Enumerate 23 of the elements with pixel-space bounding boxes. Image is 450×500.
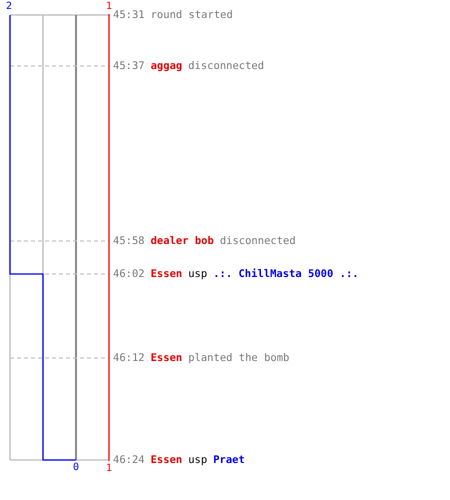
event-text: disconnected xyxy=(220,235,296,247)
player-name: dealer bob xyxy=(150,235,214,247)
event-text: disconnected xyxy=(188,60,264,72)
timestamp: 45:58 xyxy=(113,235,145,247)
timestamp: 46:12 xyxy=(113,352,145,364)
count-label: 2 xyxy=(6,1,12,12)
weapon-name: usp xyxy=(188,268,208,280)
count-label: 0 xyxy=(73,462,80,473)
timestamp: 45:37 xyxy=(113,60,145,72)
player-name: aggag xyxy=(150,60,182,72)
weapon-name: usp xyxy=(188,454,208,466)
timestamp: 46:24 xyxy=(113,454,145,466)
event-text: round started xyxy=(150,9,233,21)
timestamp: 45:31 xyxy=(113,9,145,21)
player-name: Essen xyxy=(150,454,182,466)
player-name: Essen xyxy=(150,268,182,280)
count-label: 1 xyxy=(106,1,112,12)
count-label: 1 xyxy=(106,463,112,474)
event-text: planted the bomb xyxy=(188,352,290,364)
player-name: Praet xyxy=(213,454,245,466)
timestamp: 46:02 xyxy=(113,268,145,280)
player-name: Essen xyxy=(150,352,182,364)
player-name: .:. ChillMasta 5000 .:. xyxy=(213,268,359,280)
